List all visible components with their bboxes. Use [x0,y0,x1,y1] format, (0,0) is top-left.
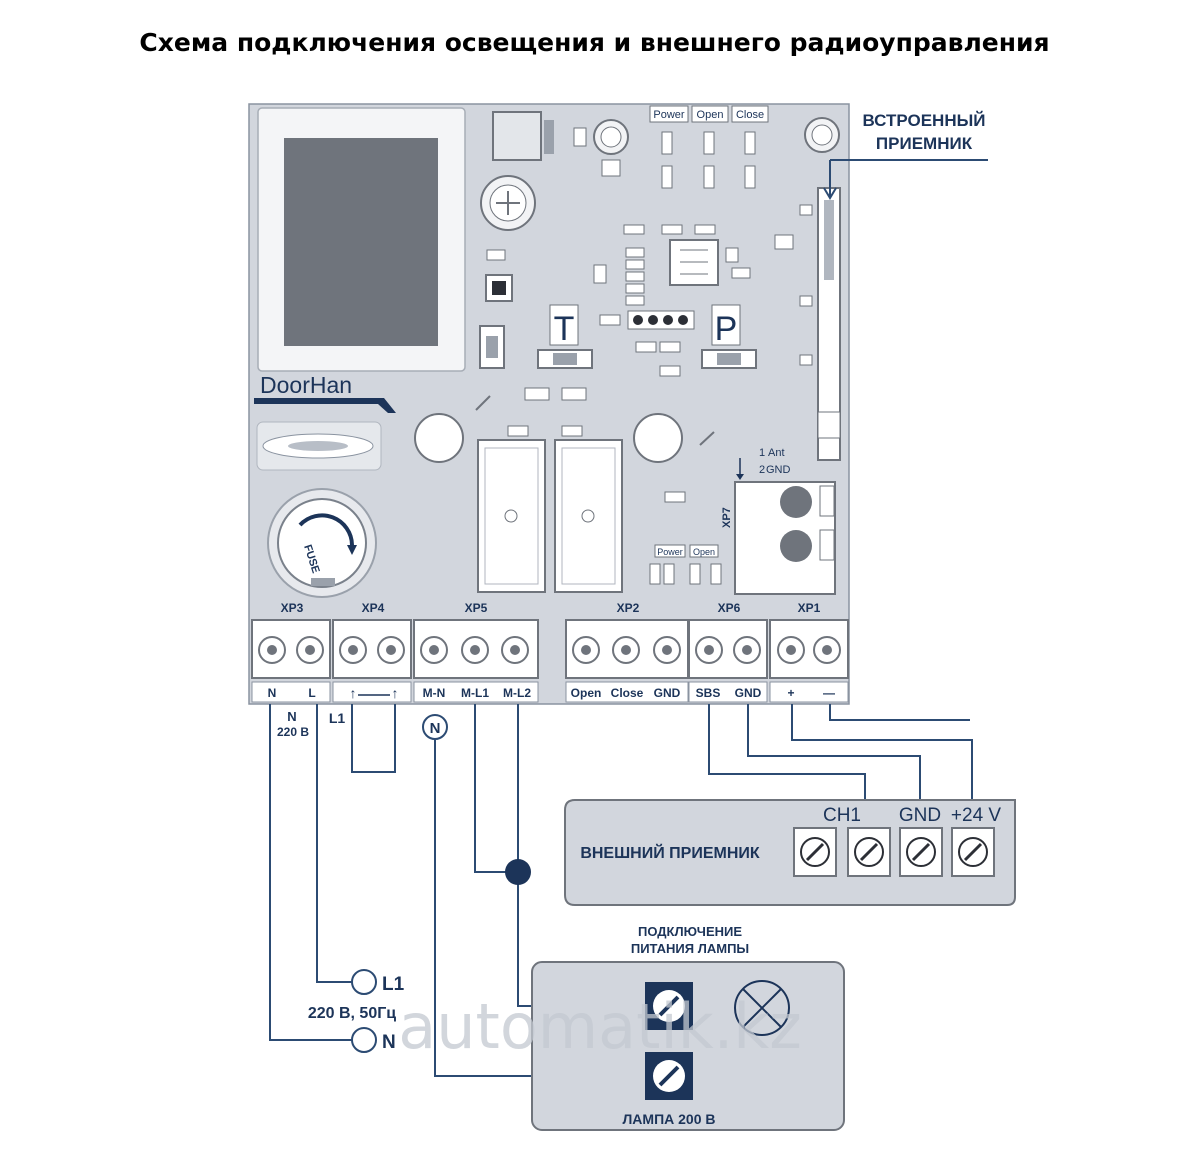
svg-text:ВСТРОЕННЫЙ: ВСТРОЕННЫЙ [863,111,986,130]
svg-text:1: 1 [759,447,765,459]
svg-text:ПИТАНИЯ ЛАМПЫ: ПИТАНИЯ ЛАМПЫ [631,941,749,956]
svg-text:Power: Power [657,547,683,557]
relay-2 [554,439,623,593]
svg-text:↑: ↑ [350,685,357,701]
svg-text:XP1: XP1 [798,601,821,615]
svg-text:XP6: XP6 [718,601,741,615]
svg-text:Open: Open [697,109,724,121]
button-t[interactable]: T [537,304,593,369]
svg-text:N: N [287,709,296,724]
svg-text:XP7: XP7 [721,507,733,528]
watermark: automatik.kz [398,990,802,1063]
svg-text:L: L [308,686,315,700]
svg-text:N: N [430,720,441,737]
svg-text:DoorHan: DoorHan [260,372,352,398]
svg-text:Open: Open [571,686,602,700]
wiring-labels: N 220 В L1 N [277,709,531,885]
svg-text:M-L1: M-L1 [461,686,489,700]
svg-text:220 В: 220 В [277,725,309,739]
svg-text:CH1: CH1 [823,805,861,826]
svg-text:P: P [715,310,738,348]
svg-text:220 В, 50Гц: 220 В, 50Гц [308,1005,396,1022]
svg-text:Open: Open [693,547,715,557]
svg-text:L1: L1 [329,710,346,726]
external-receiver: ВНЕШНИЙ ПРИЕМНИК CH1 GND +24 V [564,799,1016,906]
supply-terminals: L1 220 В, 50Гц N [308,969,405,1053]
transformer [257,107,466,372]
svg-text:XP3: XP3 [281,601,304,615]
svg-text:Close: Close [736,109,764,121]
terminal-xp5 [413,619,539,679]
svg-text:+: + [787,686,794,700]
terminal-xp2 [565,619,689,679]
microcontroller [479,224,751,369]
terminal-xp4 [332,619,412,679]
fuse-holder: FUSE [267,488,377,598]
relay-area-parts [414,387,715,503]
junction-node [505,859,531,885]
trimmer-receiver [804,117,840,153]
svg-text:XP4: XP4 [362,601,385,615]
wiring [269,704,973,1077]
terminal-xp3 [251,619,331,679]
svg-text:+24 V: +24 V [951,805,1002,826]
svg-text:Power: Power [653,109,685,121]
svg-text:ВНЕШНИЙ ПРИЕМНИК: ВНЕШНИЙ ПРИЕМНИК [580,843,760,862]
doorhan-logo: DoorHan [254,372,396,413]
svg-text:T: T [554,310,575,348]
connector-names: XP3 XP4 XP5 XP2 XP6 XP1 [281,601,821,615]
trimmer-1 [593,119,629,177]
svg-text:SBS: SBS [696,686,721,700]
svg-text:ПРИЕМНИК: ПРИЕМНИК [876,134,973,153]
terminal-labels: N L ↑ ↑ M-N M-L1 M-L2 Open Close GND SBS… [251,681,849,703]
led-indicators: Power Open Close [649,105,769,189]
svg-text:↑: ↑ [392,685,399,701]
svg-text:M-N: M-N [423,686,446,700]
relay-1 [477,439,546,593]
lamp-block: ПОДКЛЮЧЕНИЕ ПИТАНИЯ ЛАМПЫ ЛАМПА 200 В [531,924,845,1131]
led-indicators-2: Power Open [649,544,722,585]
xp7-antenna-terminal: 1 Ant 2 GND XP7 [721,447,836,595]
terminal-xp1 [769,619,849,679]
svg-text:N: N [382,1032,396,1053]
svg-text:ПОДКЛЮЧЕНИЕ: ПОДКЛЮЧЕНИЕ [638,924,742,939]
svg-text:GND: GND [899,805,941,826]
lamp-icon [734,980,790,1036]
terminal-xp6 [688,619,768,679]
svg-text:L1: L1 [382,974,405,995]
svg-text:XP2: XP2 [617,601,640,615]
svg-text:M-L2: M-L2 [503,686,531,700]
svg-text:Ant: Ant [768,447,785,459]
diagram-title: Схема подключения освещения и внешнего р… [139,28,1050,57]
svg-text:GND: GND [766,464,791,476]
builtin-receiver-callout: ВСТРОЕННЫЙ ПРИЕМНИК [823,111,988,200]
jumper-row [599,310,695,377]
button-p[interactable]: P [701,304,757,369]
svg-text:—: — [823,686,835,700]
svg-text:XP5: XP5 [465,601,488,615]
mounting-slot [256,421,382,471]
regulator-chip [492,111,587,161]
builtin-receiver-module [774,187,841,461]
svg-text:N: N [268,686,277,700]
svg-text:GND: GND [735,686,762,700]
svg-text:ЛАМПА 200 В: ЛАМПА 200 В [622,1111,715,1127]
svg-text:Close: Close [611,686,644,700]
capacitor [480,175,536,231]
svg-text:2: 2 [759,464,765,476]
control-board: DoorHan FUSE [248,103,850,705]
svg-text:GND: GND [654,686,681,700]
